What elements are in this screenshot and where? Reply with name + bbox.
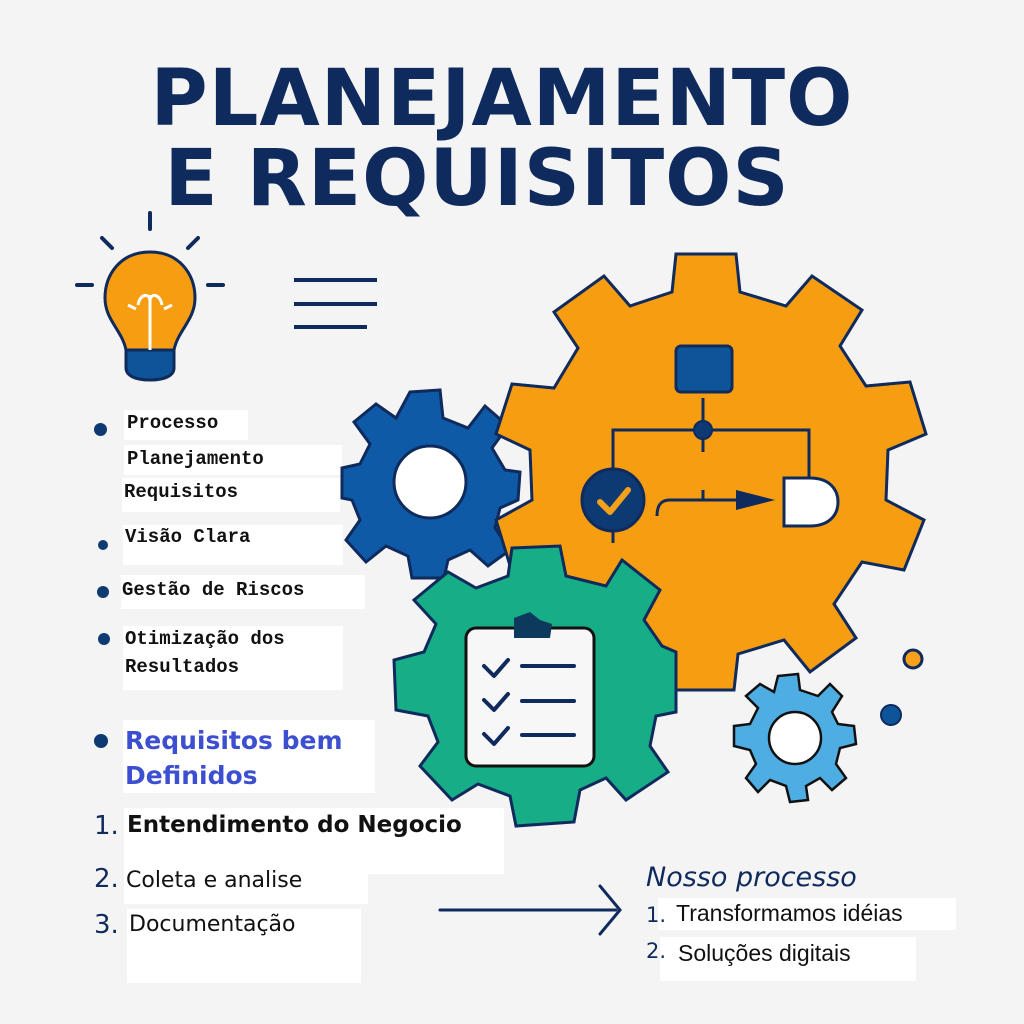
orange-gear-flowchart-icon bbox=[494, 252, 928, 692]
process-item-solucoes: Soluções digitais bbox=[678, 940, 851, 966]
bullet-dot bbox=[98, 633, 110, 645]
req-item-documentacao: Documentação bbox=[129, 912, 296, 937]
bullet-dot bbox=[97, 586, 109, 598]
blue-gear-icon bbox=[340, 388, 522, 580]
title-line-2: E REQUISITOS bbox=[164, 134, 790, 224]
process-number-1: 1. bbox=[646, 903, 667, 927]
title-line-1: PLANEJAMENTO bbox=[150, 54, 854, 144]
process-number-2: 2. bbox=[646, 939, 667, 963]
req-number-1: 1. bbox=[94, 811, 119, 841]
bullet-item-gestao-riscos: Gestão de Riscos bbox=[122, 579, 305, 601]
bullet-dot bbox=[98, 540, 108, 550]
bullet-item-resultados: Resultados bbox=[125, 656, 240, 678]
light-blue-gear-icon bbox=[732, 672, 858, 804]
bullet-item-processo: Processo bbox=[127, 412, 219, 434]
req-item-entendimento: Entendimento do Negocio bbox=[127, 812, 462, 838]
bullet-dot bbox=[94, 734, 108, 748]
bullet-item-visao-clara: Visão Clara bbox=[125, 526, 251, 548]
bullet-item-requisitos: Requisitos bbox=[124, 481, 239, 503]
green-gear-checklist-icon bbox=[392, 544, 678, 828]
menu-lines-icon bbox=[294, 278, 377, 329]
process-item-transformamos: Transformamos idéias bbox=[676, 900, 903, 926]
lightbulb-icon bbox=[75, 211, 225, 382]
decorative-dot-orange bbox=[902, 648, 924, 670]
gears-illustration bbox=[340, 252, 928, 828]
bullet-item-planejamento: Planejamento bbox=[127, 448, 264, 470]
requirements-heading-line-1: Requisitos bem bbox=[125, 726, 343, 755]
req-number-3: 3. bbox=[94, 910, 119, 940]
decorative-dot-blue bbox=[880, 704, 902, 726]
req-item-coleta: Coleta e analise bbox=[126, 868, 303, 893]
req-number-2: 2. bbox=[94, 864, 119, 894]
requirements-heading-line-2: Definidos bbox=[125, 761, 258, 790]
bullet-dot bbox=[94, 423, 107, 436]
arrow-right-icon bbox=[438, 884, 622, 936]
bullet-item-otimizacao: Otimização dos bbox=[125, 628, 285, 650]
process-heading: Nosso processo bbox=[646, 862, 857, 893]
